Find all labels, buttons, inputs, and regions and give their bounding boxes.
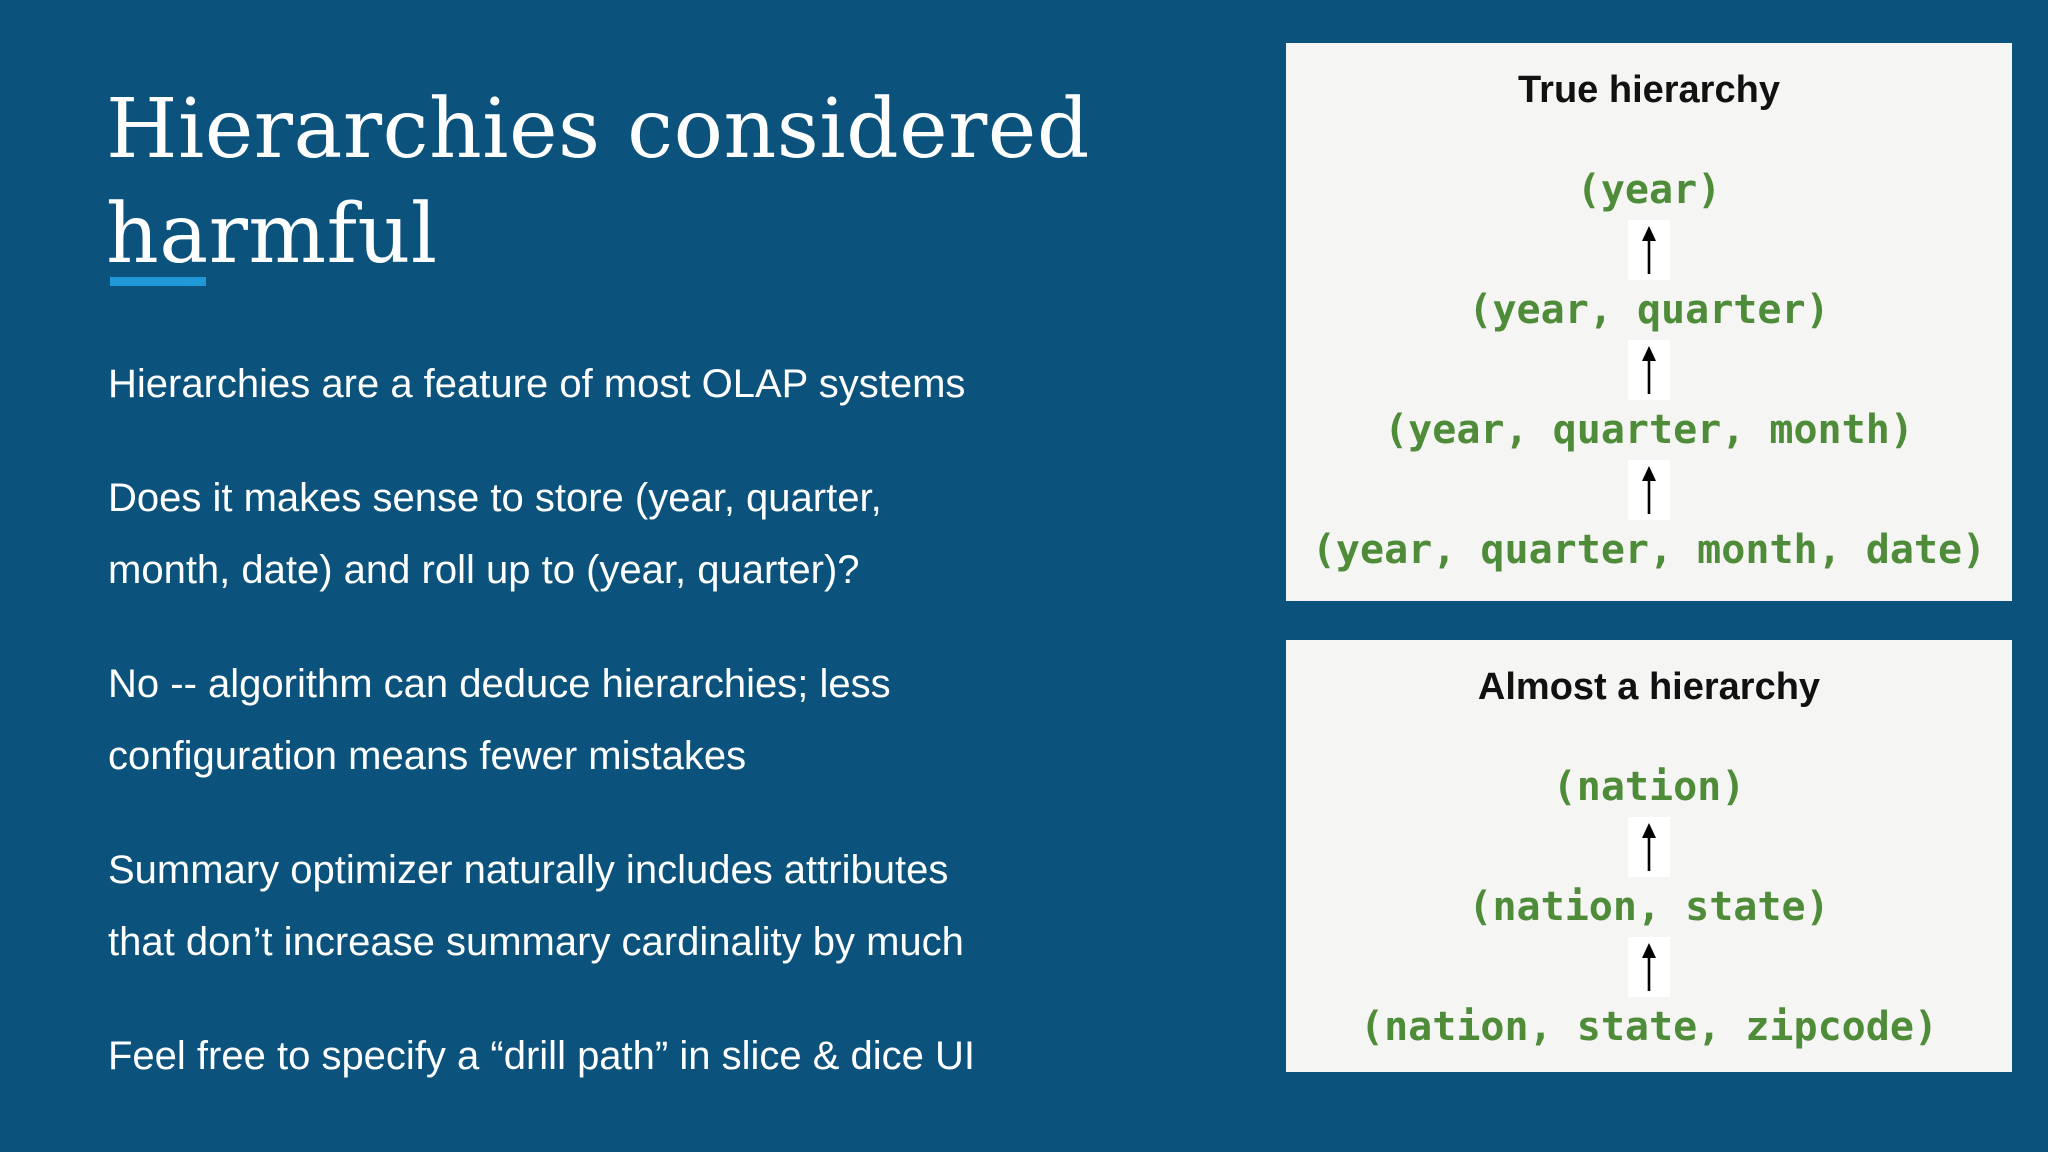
almost-hierarchy-levels: (nation) (nation, state) (nation, state,…: [1360, 763, 1938, 1051]
paragraph-store-rollup: Does it makes sense to store (year, quar…: [108, 476, 882, 592]
almost-hierarchy-panel: Almost a hierarchy (nation) (nation, sta…: [1286, 640, 2012, 1072]
hierarchy-level: (nation, state): [1468, 884, 1830, 930]
paragraph-olap-feature: Hierarchies are a feature of most OLAP s…: [108, 362, 966, 406]
almost-hierarchy-title: Almost a hierarchy: [1477, 666, 1821, 708]
hierarchy-level: (nation): [1552, 764, 1746, 810]
hierarchy-level: (year, quarter): [1468, 287, 1830, 333]
body-text-block: Hierarchies are a feature of most OLAP s…: [108, 348, 1288, 1134]
paragraph-drill-path: Feel free to specify a “drill path” in s…: [108, 1034, 976, 1078]
true-hierarchy-title: True hierarchy: [1518, 69, 1780, 111]
hierarchy-level: (year, quarter, month, date): [1311, 527, 1987, 573]
title-accent-bar: [110, 277, 206, 286]
hierarchy-level: (year): [1576, 167, 1722, 213]
up-arrow-icon: [1627, 220, 1670, 280]
hierarchy-level: (nation, state, zipcode): [1360, 1004, 1938, 1050]
slide-title: Hierarchies considered harmful: [106, 81, 1090, 282]
paragraph-no-algorithm: No -- algorithm can deduce hierarchies; …: [108, 662, 891, 778]
up-arrow-icon: [1627, 340, 1670, 400]
up-arrow-icon: [1628, 817, 1670, 877]
true-hierarchy-levels: (year) (year, quarter) (year, quarter, m…: [1312, 166, 1986, 574]
up-arrow-icon: [1627, 460, 1670, 520]
paragraph-summary-optimizer: Summary optimizer naturally includes att…: [108, 848, 964, 964]
up-arrow-icon: [1628, 937, 1670, 997]
true-hierarchy-panel: True hierarchy (year) (year, quarter) (y…: [1286, 43, 2012, 601]
hierarchy-level: (year, quarter, month): [1384, 407, 1914, 453]
